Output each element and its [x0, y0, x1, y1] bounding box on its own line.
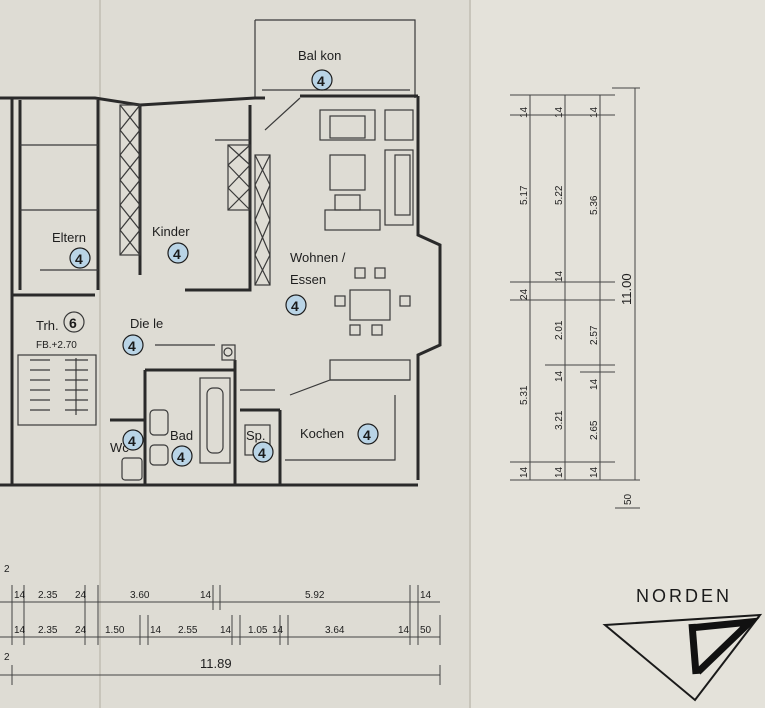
svg-text:14: 14	[200, 590, 212, 601]
svg-text:Bad: Bad	[170, 428, 193, 443]
room-diele: Die le 4	[122, 316, 163, 356]
svg-text:14: 14	[554, 370, 565, 382]
svg-text:5.36: 5.36	[589, 195, 600, 215]
svg-text:14: 14	[272, 625, 284, 636]
svg-text:14: 14	[150, 625, 162, 636]
svg-text:14: 14	[589, 466, 600, 478]
svg-text:Kinder: Kinder	[152, 224, 190, 239]
svg-text:50: 50	[420, 625, 432, 636]
svg-text:11.89: 11.89	[200, 656, 232, 671]
svg-text:2: 2	[4, 652, 10, 663]
svg-text:50: 50	[623, 493, 634, 505]
svg-text:Eltern: Eltern	[52, 230, 86, 245]
svg-text:24: 24	[75, 590, 87, 601]
svg-text:11.00: 11.00	[619, 273, 634, 305]
room-bad: Bad 4	[170, 428, 193, 467]
svg-text:NORDEN: NORDEN	[636, 586, 732, 606]
svg-text:14: 14	[14, 625, 26, 636]
svg-text:14: 14	[220, 625, 232, 636]
svg-text:24: 24	[519, 288, 530, 300]
svg-text:3.60: 3.60	[130, 590, 150, 601]
svg-text:2.57: 2.57	[589, 325, 600, 345]
svg-text:4: 4	[177, 449, 185, 465]
room-treppenhaus: Trh. 6 FB.+2.70	[36, 311, 85, 351]
svg-text:3.64: 3.64	[325, 625, 345, 636]
svg-text:2: 2	[4, 564, 10, 575]
bath-fixtures	[121, 409, 271, 481]
svg-text:14: 14	[398, 625, 410, 636]
svg-text:3.21: 3.21	[554, 410, 565, 430]
svg-text:4: 4	[75, 251, 83, 267]
svg-text:14: 14	[589, 378, 600, 390]
svg-text:24: 24	[75, 625, 87, 636]
svg-text:14: 14	[554, 466, 565, 478]
svg-text:4: 4	[128, 338, 136, 354]
svg-text:Kochen: Kochen	[300, 426, 344, 441]
room-balkon: Bal kon 4	[298, 48, 341, 91]
svg-text:14: 14	[554, 106, 565, 118]
walls	[0, 19, 442, 487]
svg-text:6: 6	[69, 315, 77, 331]
svg-text:14: 14	[519, 466, 530, 478]
svg-text:Bal kon: Bal kon	[298, 48, 341, 63]
svg-text:Sp.: Sp.	[246, 428, 266, 443]
furniture	[319, 109, 414, 336]
svg-text:Wohnen /: Wohnen /	[290, 250, 346, 265]
svg-text:14: 14	[519, 106, 530, 118]
svg-text:4: 4	[363, 427, 371, 443]
svg-text:5.17: 5.17	[519, 185, 530, 205]
svg-text:14: 14	[420, 590, 432, 601]
svg-text:2.01: 2.01	[554, 320, 565, 340]
svg-text:4: 4	[173, 246, 181, 262]
svg-text:FB.+2.70: FB.+2.70	[36, 340, 77, 351]
svg-text:2.35: 2.35	[38, 590, 58, 601]
svg-text:4: 4	[258, 445, 266, 461]
room-kinder: Kinder 4	[152, 224, 190, 264]
room-eltern: Eltern 4	[52, 230, 91, 269]
wardrobe	[119, 104, 271, 286]
svg-text:2.55: 2.55	[178, 625, 198, 636]
svg-text:2.35: 2.35	[38, 625, 58, 636]
svg-text:1.50: 1.50	[105, 625, 125, 636]
dimension-chain-right: 14 5.17 24 5.31 14 14 5.22 14 2.01 14 3.…	[510, 87, 640, 509]
svg-text:Die le: Die le	[130, 316, 163, 331]
dimension-chain-bottom: 14 2.35 24 3.60 14 5.92 14 14 2.35 24 1.…	[0, 564, 441, 685]
north-arrow: NORDEN	[602, 586, 763, 702]
svg-text:2.65: 2.65	[589, 420, 600, 440]
svg-text:14: 14	[14, 590, 26, 601]
svg-text:4: 4	[291, 298, 299, 314]
svg-text:Essen: Essen	[290, 272, 326, 287]
svg-text:4: 4	[128, 433, 136, 449]
svg-text:1.05: 1.05	[248, 625, 268, 636]
svg-text:5.22: 5.22	[554, 185, 565, 205]
room-wc: Wc 4	[110, 429, 144, 455]
room-speisekammer: Sp. 4	[246, 428, 274, 463]
room-wohnen: Wohnen / Essen 4	[285, 250, 346, 316]
svg-text:14: 14	[554, 270, 565, 282]
svg-text:5.92: 5.92	[305, 590, 325, 601]
svg-text:4: 4	[317, 73, 325, 89]
svg-text:14: 14	[589, 106, 600, 118]
svg-text:5.31: 5.31	[519, 385, 530, 405]
room-kochen: Kochen 4	[300, 423, 379, 445]
svg-text:Trh.: Trh.	[36, 318, 59, 333]
